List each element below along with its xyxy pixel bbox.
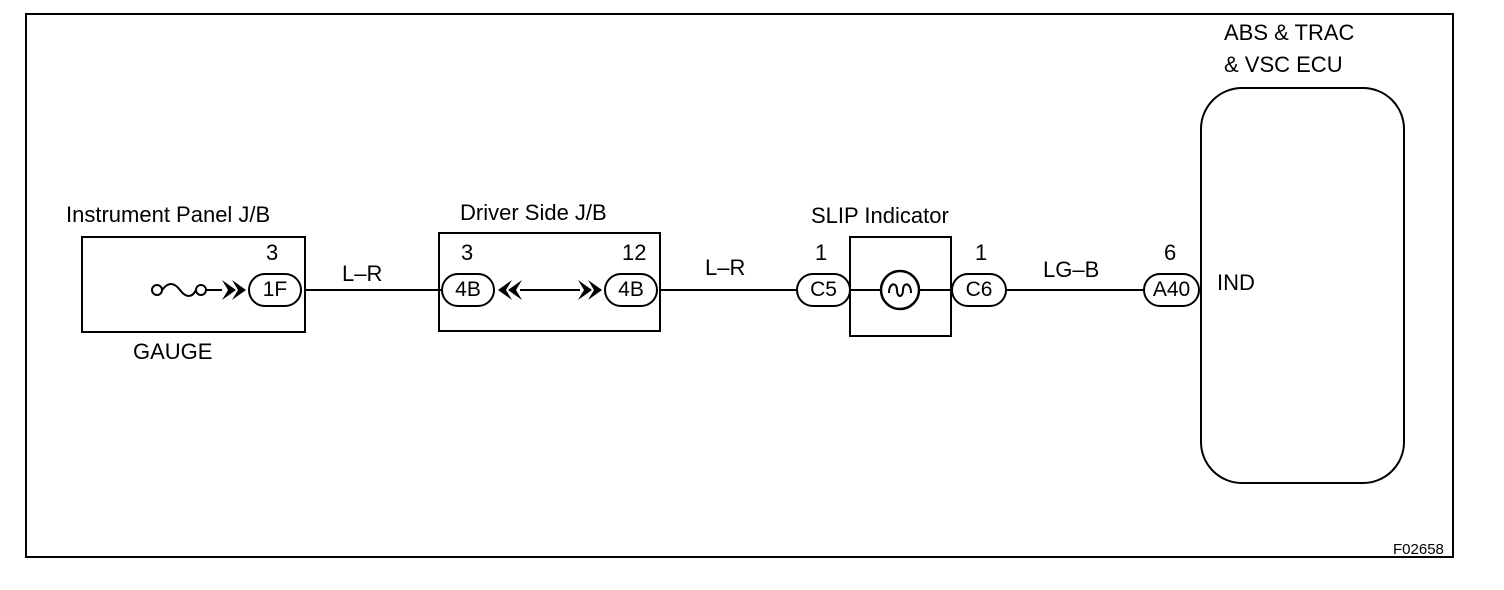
wire-segment-3 xyxy=(1006,289,1144,291)
wire-2-color-code: L–R xyxy=(705,255,746,280)
wire-3-color-code: LG–B xyxy=(1043,257,1100,282)
diagram-frame xyxy=(25,13,1454,558)
terminal-arrow-right-icon xyxy=(578,280,602,300)
instrument-panel-jb-box xyxy=(81,236,306,333)
ecu-pin: 6 xyxy=(1164,240,1177,265)
driver-side-jb-box xyxy=(438,232,661,332)
driver-side-jb-title: Driver Side J/B xyxy=(460,200,607,225)
instrument-panel-jb-sublabel: GAUGE xyxy=(133,339,213,364)
ecu-title-line2: & VSC ECU xyxy=(1224,52,1343,77)
terminal-arrow-icon xyxy=(222,280,246,300)
ecu-title-line1: ABS & TRAC xyxy=(1224,20,1355,45)
slip-indicator-title: SLIP Indicator xyxy=(811,203,949,228)
connector-4b-left: 4B xyxy=(441,273,495,307)
wire-segment-2 xyxy=(659,289,799,291)
terminal-arrow-left-icon xyxy=(498,280,522,300)
ecu-box xyxy=(1200,87,1405,484)
instrument-panel-jb-pin: 3 xyxy=(266,240,279,265)
fuse-icon xyxy=(151,283,222,297)
instrument-panel-jb-title: Instrument Panel J/B xyxy=(66,202,271,227)
connector-a40: A40 xyxy=(1143,273,1200,307)
wire-1-color-code: L–R xyxy=(342,261,383,286)
driver-side-jb-pin-right: 12 xyxy=(622,240,647,265)
slip-indicator-pin-right: 1 xyxy=(975,240,988,265)
slip-indicator-pin-left: 1 xyxy=(815,240,828,265)
bulb-icon xyxy=(879,269,921,311)
connector-1f: 1F xyxy=(248,273,302,307)
ecu-terminal-ind: IND xyxy=(1217,270,1255,295)
connector-c6: C6 xyxy=(951,273,1007,307)
connector-4b-right: 4B xyxy=(604,273,658,307)
figure-id: F02658 xyxy=(1393,541,1444,558)
wire-segment-1 xyxy=(304,289,442,291)
driver-side-jb-pin-left: 3 xyxy=(461,240,474,265)
connector-c5: C5 xyxy=(796,273,851,307)
